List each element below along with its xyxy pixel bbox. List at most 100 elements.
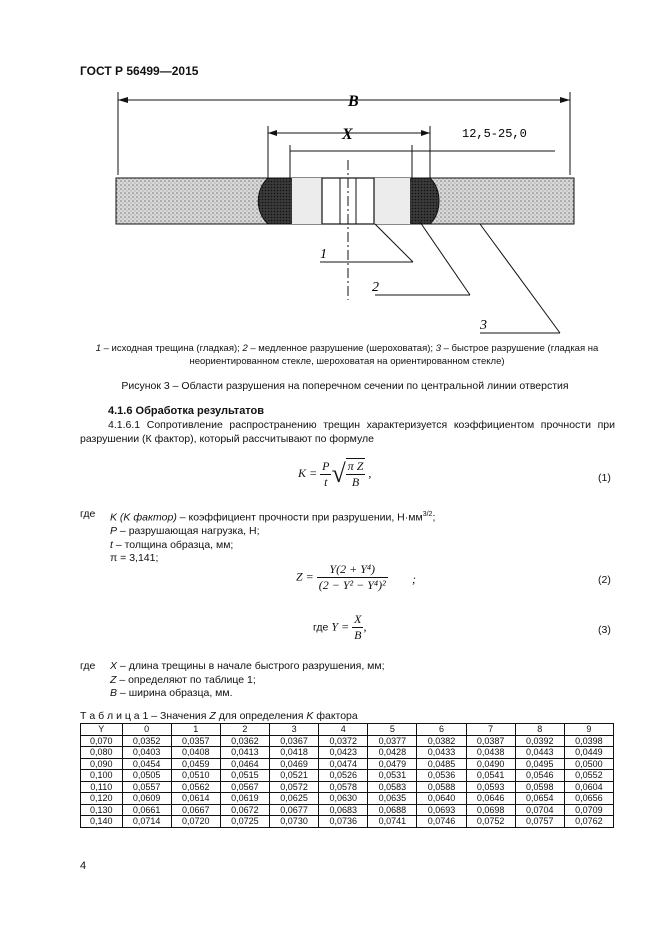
figure-title: Рисунок 3 – Области разрушения на попере…	[121, 380, 569, 392]
page-number: 4	[80, 860, 87, 872]
table-cell: 0,0352	[121, 734, 172, 747]
table-cell: 0,0526	[318, 769, 369, 782]
table-cell: 0,0578	[318, 780, 369, 793]
table-cell: 0,0609	[121, 792, 172, 805]
table-cell: 0,0762	[563, 815, 615, 828]
table-cell: 0,0736	[318, 815, 369, 828]
label-3: 3	[479, 318, 487, 333]
paragraph: 4.1.6.1 Сопротивление распространению тр…	[80, 419, 615, 445]
table-cell: 0,0630	[318, 792, 369, 805]
table-cell: 0,0688	[367, 803, 418, 816]
table-header-cell: 1	[170, 723, 221, 736]
table-cell: 0,0536	[416, 769, 467, 782]
table-cell: 0,0593	[465, 780, 516, 793]
dimension-B	[117, 92, 571, 175]
table-cell: 0,0392	[514, 734, 565, 747]
table-cell: 0,0557	[121, 780, 172, 793]
table-cell: 0,0552	[563, 769, 615, 782]
table-cell: 0,0495	[514, 757, 565, 770]
table-cell: 0,080	[80, 746, 123, 759]
table-cell: 0,0614	[170, 792, 221, 805]
document-header: ГОСТ Р 56499—2015	[80, 64, 199, 78]
table-caption: Т а б л и ц а 1 – Значения Z для определ…	[80, 710, 358, 722]
table-cell: 0,0433	[416, 746, 467, 759]
table-header-cell: 0	[121, 723, 172, 736]
table-cell: 0,0469	[268, 757, 320, 770]
table-cell: 0,0357	[170, 734, 221, 747]
table-cell: 0,0746	[416, 815, 467, 828]
table-cell: 0,0367	[268, 734, 320, 747]
table-cell: 0,0635	[367, 792, 418, 805]
table-cell: 0,0625	[268, 792, 320, 805]
table-cell: 0,0398	[563, 734, 615, 747]
table-cell: 0,100	[80, 769, 123, 782]
table-cell: 0,0449	[563, 746, 615, 759]
table-cell: 0,0698	[465, 803, 516, 816]
table-cell: 0,0438	[465, 746, 516, 759]
table-cell: 0,0521	[268, 769, 320, 782]
table-cell: 0,0667	[170, 803, 221, 816]
table-cell: 0,0505	[121, 769, 172, 782]
table-cell: 0,0757	[514, 815, 565, 828]
table-cell: 0,0485	[416, 757, 467, 770]
table-cell: 0,0725	[219, 815, 271, 828]
table-cell: 0,090	[80, 757, 123, 770]
table-cell: 0,0541	[465, 769, 516, 782]
equation-number-3: (3)	[598, 624, 611, 636]
table-cell: 0,0704	[514, 803, 565, 816]
label-X: X	[341, 126, 353, 143]
definitions-2: X – длина трещины в начале быстрого разр…	[110, 660, 385, 699]
table-cell: 0,0500	[563, 757, 615, 770]
table-cell: 0,0479	[367, 757, 418, 770]
table-cell: 0,110	[80, 780, 123, 793]
leader-lines	[320, 221, 561, 334]
section-title: 4.1.6 Обработка результатов	[108, 405, 265, 417]
table-cell: 0,0413	[219, 746, 271, 759]
table-cell: 0,0583	[367, 780, 418, 793]
table-cell: 0,0677	[268, 803, 320, 816]
table-cell: 0,0454	[121, 757, 172, 770]
table-cell: 0,0418	[268, 746, 320, 759]
table-cell: 0,0619	[219, 792, 271, 805]
table-cell: 0,0464	[219, 757, 271, 770]
table-cell: 0,0490	[465, 757, 516, 770]
equation-number-2: (2)	[598, 574, 611, 586]
table-cell: 0,120	[80, 792, 123, 805]
table-cell: 0,0362	[219, 734, 271, 747]
table-cell: 0,0714	[121, 815, 172, 828]
table-header-cell: 6	[416, 723, 467, 736]
formula-2-tail: ;	[412, 572, 416, 586]
table-cell: 0,0546	[514, 769, 565, 782]
table-cell: 0,0741	[367, 815, 418, 828]
table-cell: 0,0531	[367, 769, 418, 782]
table-header-cell: 5	[367, 723, 418, 736]
cross-section-figure: B X 12,5-25,0 1 2 3	[115, 92, 575, 334]
table-cell: 0,0672	[219, 803, 271, 816]
table-cell: 0,130	[80, 803, 123, 816]
table-header-cell: 8	[514, 723, 565, 736]
table-cell: 0,0515	[219, 769, 271, 782]
label-2: 2	[372, 280, 379, 295]
table-cell: 0,0428	[367, 746, 418, 759]
table-header-cell: 3	[268, 723, 320, 736]
table-cell: 0,0693	[416, 803, 467, 816]
table-cell: 0,0598	[514, 780, 565, 793]
table-cell: 0,0730	[268, 815, 320, 828]
table-cell: 0,0640	[416, 792, 467, 805]
table-cell: 0,070	[80, 734, 123, 747]
table-cell: 0,0387	[465, 734, 516, 747]
table-header-cell: 2	[219, 723, 271, 736]
table-cell: 0,0510	[170, 769, 221, 782]
label-1: 1	[320, 247, 327, 262]
table-cell: 0,0377	[367, 734, 418, 747]
table-cell: 0,0661	[121, 803, 172, 816]
